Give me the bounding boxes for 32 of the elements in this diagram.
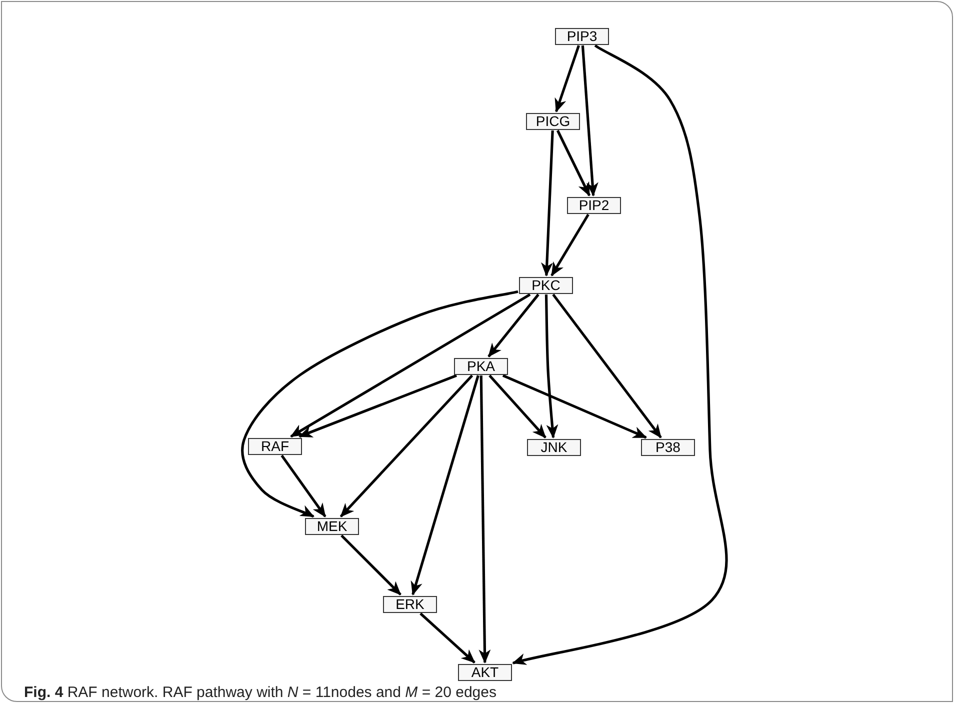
arrow	[540, 130, 554, 276]
arrow	[544, 294, 558, 438]
arrow	[550, 214, 590, 276]
arrow	[290, 293, 531, 438]
node-box: P38	[641, 438, 695, 456]
node-box: PIP2	[567, 196, 621, 214]
node-box: PIP3	[555, 28, 609, 44]
node-box: PKC	[519, 276, 573, 294]
arrow	[420, 612, 476, 664]
node-box: PICG	[526, 112, 580, 130]
arrow	[410, 375, 480, 596]
node-box: RAF	[248, 438, 302, 454]
arrow	[581, 45, 598, 196]
node-box: JNK	[527, 438, 581, 456]
arrow	[488, 374, 546, 438]
node-box: MEK	[305, 518, 359, 534]
arrow	[512, 44, 728, 666]
arrow	[340, 534, 402, 596]
arrow	[298, 374, 457, 438]
arrow	[340, 374, 474, 518]
figure-caption: Fig. 4 RAF network. RAF pathway with N = 11nodes and M = 20 edges	[24, 685, 496, 700]
arrow	[556, 130, 591, 196]
arrow	[478, 375, 491, 664]
arrow	[488, 294, 540, 358]
arrow	[502, 374, 647, 439]
arrow	[552, 294, 662, 438]
arrow	[554, 45, 580, 112]
node-box: ERK	[383, 596, 437, 612]
node-box: AKT	[458, 664, 512, 680]
arrow	[241, 290, 518, 518]
node-box: PKA	[454, 358, 508, 374]
arrow	[280, 454, 326, 518]
